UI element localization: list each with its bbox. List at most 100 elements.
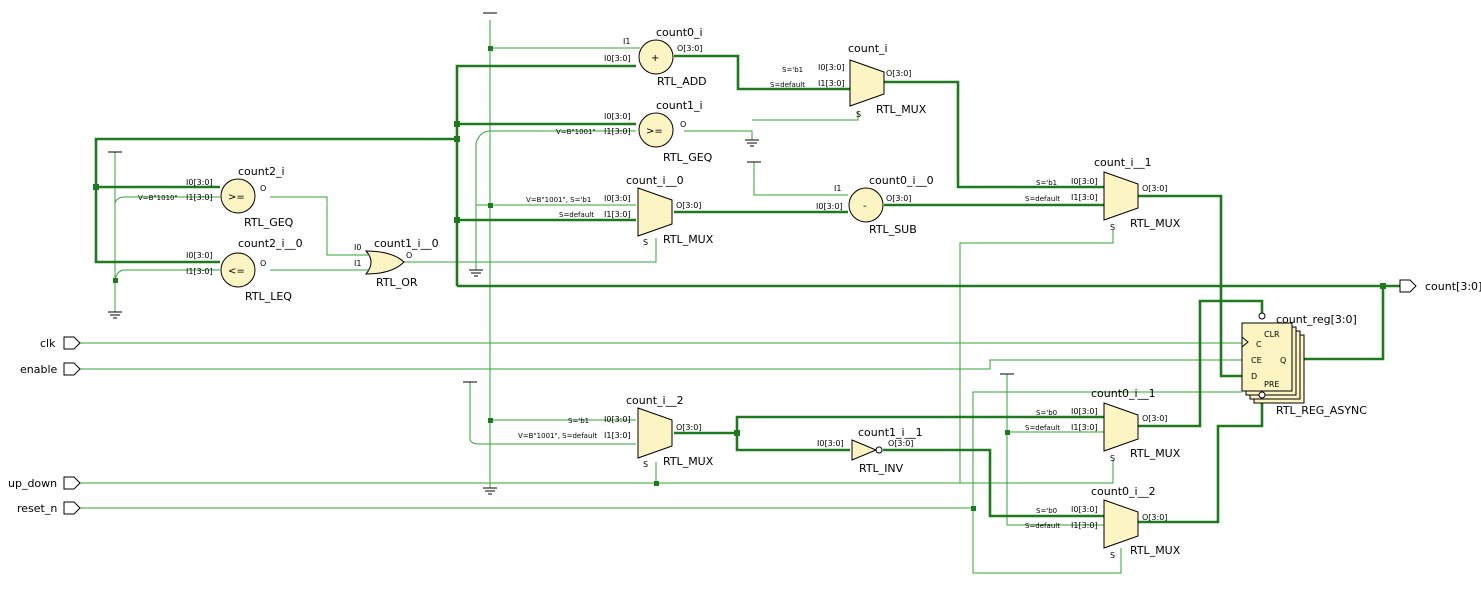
cell-count0-i-2-mux[interactable]: count0_i__2 RTL_MUX I0[3:0] I1[3:0] O[3:… — [1025, 485, 1181, 560]
svg-text:I1[3:0]: I1[3:0] — [604, 127, 631, 136]
svg-text:O[3:0]: O[3:0] — [1142, 414, 1167, 423]
svg-text:RTL_GEQ: RTL_GEQ — [244, 216, 294, 229]
svg-text:I1: I1 — [354, 259, 361, 268]
svg-text:D: D — [1251, 372, 1257, 381]
svg-text:RTL_MUX: RTL_MUX — [876, 103, 927, 116]
port-clk[interactable]: clk — [40, 336, 81, 350]
svg-text:S: S — [643, 238, 648, 247]
svg-text:I0[3:0]: I0[3:0] — [1071, 407, 1098, 416]
svg-text:count1_i: count1_i — [656, 99, 703, 112]
svg-text:I0[3:0]: I0[3:0] — [1071, 505, 1098, 514]
svg-text:I1[3:0]: I1[3:0] — [818, 79, 845, 88]
svg-text:count_i__2: count_i__2 — [626, 394, 684, 407]
svg-text:count_i__1: count_i__1 — [1094, 156, 1152, 169]
svg-text:I1[3:0]: I1[3:0] — [604, 431, 631, 440]
svg-text:O: O — [406, 251, 412, 260]
cell-count-i-0-mux[interactable]: count_i__0 RTL_MUX I0[3:0] I1[3:0] O[3:0… — [526, 174, 714, 247]
svg-text:V=B"1010": V=B"1010" — [138, 194, 178, 202]
svg-text:S: S — [643, 460, 648, 469]
svg-text:I0[3:0]: I0[3:0] — [186, 251, 213, 260]
svg-text:O[3:0]: O[3:0] — [886, 69, 911, 78]
cell-count1-i-geq[interactable]: >= count1_i RTL_GEQ I0[3:0] I1[3:0] O V=… — [556, 99, 713, 164]
svg-text:V=B"1001": V=B"1001" — [556, 128, 596, 136]
svg-text:I0[3:0]: I0[3:0] — [1071, 177, 1098, 186]
svg-text:C: C — [1256, 340, 1262, 349]
cell-count2-i-geq[interactable]: >= count2_i RTL_GEQ I0[3:0] I1[3:0] O V=… — [138, 165, 294, 229]
svg-text:RTL_OR: RTL_OR — [376, 276, 418, 289]
svg-text:I0: I0 — [354, 243, 361, 252]
svg-text:RTL_MUX: RTL_MUX — [1130, 447, 1181, 460]
svg-text:I0[3:0]: I0[3:0] — [817, 439, 844, 448]
svg-text:O[3:0]: O[3:0] — [677, 44, 702, 53]
svg-text:V=B"1001", S=default: V=B"1001", S=default — [518, 432, 597, 440]
svg-text:clk: clk — [40, 337, 56, 350]
svg-text:I0[3:0]: I0[3:0] — [818, 63, 845, 72]
cell-count-i-1-mux[interactable]: count_i__1 RTL_MUX I0[3:0] I1[3:0] O[3:0… — [1025, 156, 1181, 232]
svg-text:S: S — [1110, 454, 1115, 463]
svg-text:count0_i__2: count0_i__2 — [1091, 485, 1156, 498]
svg-text:RTL_LEQ: RTL_LEQ — [245, 290, 292, 303]
svg-text:I0[3:0]: I0[3:0] — [604, 415, 631, 424]
svg-text:count1_i__0: count1_i__0 — [374, 237, 439, 250]
svg-text:reset_n: reset_n — [17, 502, 57, 515]
svg-text:S=default: S=default — [1025, 195, 1060, 203]
svg-text:O[3:0]: O[3:0] — [676, 423, 701, 432]
svg-text:RTL_MUX: RTL_MUX — [663, 233, 714, 246]
svg-text:O: O — [260, 184, 266, 193]
bus-wires — [94, 54, 1400, 524]
svg-text:I0[3:0]: I0[3:0] — [604, 194, 631, 203]
svg-text:CE: CE — [1251, 356, 1262, 365]
svg-text:S='b0: S='b0 — [1036, 507, 1057, 515]
svg-text:S='b1: S='b1 — [782, 66, 803, 74]
svg-text:S=default: S=default — [1025, 424, 1060, 432]
port-enable[interactable]: enable — [20, 362, 81, 376]
svg-text:PRE: PRE — [1264, 380, 1279, 389]
svg-text:O[3:0]: O[3:0] — [1142, 184, 1167, 193]
svg-text:RTL_MUX: RTL_MUX — [663, 455, 714, 468]
cell-count1-i-1-inv[interactable]: count1_i__1 RTL_INV I0[3:0] O[3:0] — [817, 426, 923, 475]
svg-text:count[3:0]: count[3:0] — [1425, 280, 1481, 293]
cell-count2-i-0-leq[interactable]: <= count2_i__0 RTL_LEQ I0[3:0] I1[3:0] O — [186, 237, 303, 303]
svg-text:>=: >= — [646, 126, 663, 137]
svg-text:count1_i__1: count1_i__1 — [858, 426, 923, 439]
junctions — [93, 46, 1386, 511]
svg-text:count0_i: count0_i — [656, 26, 703, 39]
svg-text:count_reg[3:0]: count_reg[3:0] — [1276, 313, 1357, 326]
cell-count0-i-0-sub[interactable]: - count0_i__0 RTL_SUB I1 I0[3:0] O[3:0] — [816, 174, 934, 236]
svg-text:RTL_MUX: RTL_MUX — [1130, 217, 1181, 230]
ground-symbols — [108, 12, 1014, 495]
svg-text:O: O — [680, 120, 686, 129]
svg-text:I1: I1 — [834, 184, 841, 193]
svg-text:count_i__0: count_i__0 — [626, 174, 684, 187]
cell-count0-i-add[interactable]: + count0_i RTL_ADD I1 I0[3:0] O[3:0] — [604, 26, 707, 88]
svg-text:CLR: CLR — [1264, 330, 1280, 339]
svg-text:S: S — [1110, 223, 1115, 232]
svg-text:RTL_SUB: RTL_SUB — [869, 223, 917, 236]
cell-count1-i-0-or[interactable]: count1_i__0 RTL_OR I0 I1 O — [354, 237, 439, 289]
svg-text:count2_i: count2_i — [238, 165, 285, 178]
port-count[interactable]: count[3:0] — [1399, 279, 1481, 293]
svg-text:S=default: S=default — [559, 211, 594, 219]
cell-count-i-mux[interactable]: count_i RTL_MUX I0[3:0] I1[3:0] O[3:0] S… — [770, 42, 927, 119]
cell-count0-i-1-mux[interactable]: count0_i__1 RTL_MUX I0[3:0] I1[3:0] O[3:… — [1025, 387, 1181, 463]
svg-text:O[3:0]: O[3:0] — [886, 194, 911, 203]
port-up-down[interactable]: up_down — [8, 476, 81, 490]
port-reset-n[interactable]: reset_n — [17, 501, 81, 515]
svg-text:S='b1: S='b1 — [1036, 179, 1057, 187]
svg-text:<=: <= — [228, 266, 245, 277]
svg-text:RTL_REG_ASYNC: RTL_REG_ASYNC — [1276, 404, 1367, 417]
svg-text:I1[3:0]: I1[3:0] — [186, 193, 213, 202]
cell-count-reg[interactable]: count_reg[3:0] RTL_REG_ASYNC CLR C CE D … — [1241, 312, 1367, 417]
svg-text:count0_i__0: count0_i__0 — [869, 174, 934, 187]
svg-text:I1[3:0]: I1[3:0] — [604, 210, 631, 219]
svg-text:Q: Q — [1280, 356, 1286, 365]
svg-text:enable: enable — [20, 363, 58, 376]
svg-text:count_i: count_i — [848, 42, 888, 55]
cell-count-i-2-mux[interactable]: count_i__2 RTL_MUX I0[3:0] I1[3:0] O[3:0… — [518, 394, 714, 469]
svg-text:I1[3:0]: I1[3:0] — [186, 267, 213, 276]
svg-text:O[3:0]: O[3:0] — [676, 201, 701, 210]
svg-text:S: S — [1110, 551, 1115, 560]
svg-text:O[3:0]: O[3:0] — [888, 439, 913, 448]
svg-text:O: O — [260, 259, 266, 268]
